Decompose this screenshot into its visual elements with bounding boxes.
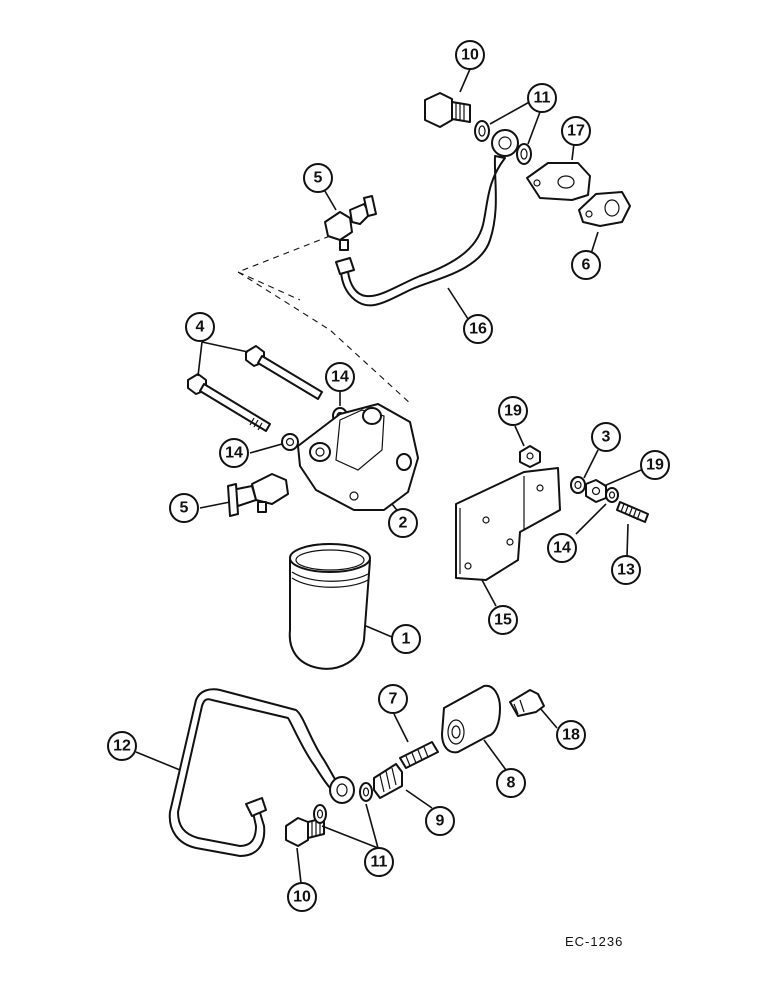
- callout-9: 9: [425, 806, 455, 836]
- callout-label: 10: [293, 889, 311, 906]
- callout-label: 3: [602, 429, 611, 446]
- part-washer-14-right: [605, 487, 619, 503]
- callout-label: 1: [402, 631, 411, 648]
- part-banjo-bolt-top: [424, 92, 471, 128]
- callout-17: 17: [561, 116, 591, 146]
- callout-label: 7: [389, 691, 398, 708]
- part-spacer-3: [570, 476, 586, 494]
- callout-6: 6: [571, 250, 601, 280]
- callout-11-lower: 11: [364, 847, 394, 877]
- part-bleed-valve-lower: [227, 473, 289, 517]
- part-fuel-pipe-lower: [168, 688, 355, 857]
- callout-2: 2: [388, 508, 418, 538]
- callout-label: 16: [469, 321, 487, 338]
- callout-14-upper: 14: [325, 362, 355, 392]
- part-bolts-4: [187, 345, 323, 432]
- callout-label: 5: [314, 170, 323, 187]
- callout-1: 1: [391, 624, 421, 654]
- callout-18: 18: [556, 720, 586, 750]
- callout-label: 6: [582, 257, 591, 274]
- callout-4: 4: [185, 312, 215, 342]
- part-bleed-valve-top: [324, 195, 377, 251]
- callout-label: 14: [225, 445, 243, 462]
- callout-7: 7: [378, 684, 408, 714]
- callout-5-lower: 5: [169, 493, 199, 523]
- part-filter-head: [297, 403, 419, 511]
- part-fitting-9: [373, 763, 403, 799]
- callout-label: 12: [113, 738, 131, 755]
- callout-label: 5: [180, 500, 189, 517]
- part-stud-13: [616, 501, 649, 523]
- part-gasket-6: [578, 191, 631, 227]
- callout-label: 13: [617, 562, 635, 579]
- callout-label: 10: [461, 47, 479, 64]
- callout-label: 19: [646, 457, 664, 474]
- callout-13: 13: [611, 555, 641, 585]
- callout-16: 16: [463, 314, 493, 344]
- part-filter-bowl: [288, 543, 371, 670]
- part-connector-7: [399, 741, 439, 769]
- callout-label: 11: [534, 90, 551, 107]
- part-washers-lower: [313, 782, 373, 824]
- callout-11-top: 11: [527, 83, 557, 113]
- callout-15: 15: [488, 605, 518, 635]
- callout-label: 14: [331, 369, 349, 386]
- part-nut-19-upper: [519, 445, 541, 468]
- callout-12: 12: [107, 731, 137, 761]
- assembly-guide-lines: [236, 235, 413, 406]
- callout-label: 11: [371, 854, 388, 871]
- callout-19-upper: 19: [498, 396, 528, 426]
- part-washers-top: [474, 120, 532, 165]
- part-fuel-pipe-top: [335, 129, 519, 307]
- callout-label: 17: [567, 123, 585, 140]
- callout-10-lower: 10: [287, 882, 317, 912]
- drawing-reference-code: EC-1236: [565, 934, 623, 949]
- callout-19-right: 19: [640, 450, 670, 480]
- callout-label: 8: [507, 775, 516, 792]
- part-gasket-17: [526, 162, 591, 201]
- part-fitting-18: [509, 689, 545, 717]
- callout-10-top: 10: [455, 40, 485, 70]
- callout-14-right: 14: [547, 533, 577, 563]
- callout-14-left: 14: [219, 438, 249, 468]
- callout-3: 3: [591, 422, 621, 452]
- callout-label: 2: [399, 515, 408, 532]
- callout-label: 15: [494, 612, 512, 629]
- callout-label: 9: [436, 813, 445, 830]
- callout-label: 18: [562, 727, 580, 744]
- part-mounting-bracket: [455, 467, 561, 581]
- callout-8: 8: [496, 768, 526, 798]
- callout-5-top: 5: [303, 163, 333, 193]
- leader-lines: [135, 68, 642, 884]
- callout-label: 4: [196, 319, 205, 336]
- part-nut-19-lower: [585, 479, 607, 503]
- callout-label: 14: [553, 540, 571, 557]
- callout-label: 19: [504, 403, 522, 420]
- part-sleeve-8: [441, 684, 501, 754]
